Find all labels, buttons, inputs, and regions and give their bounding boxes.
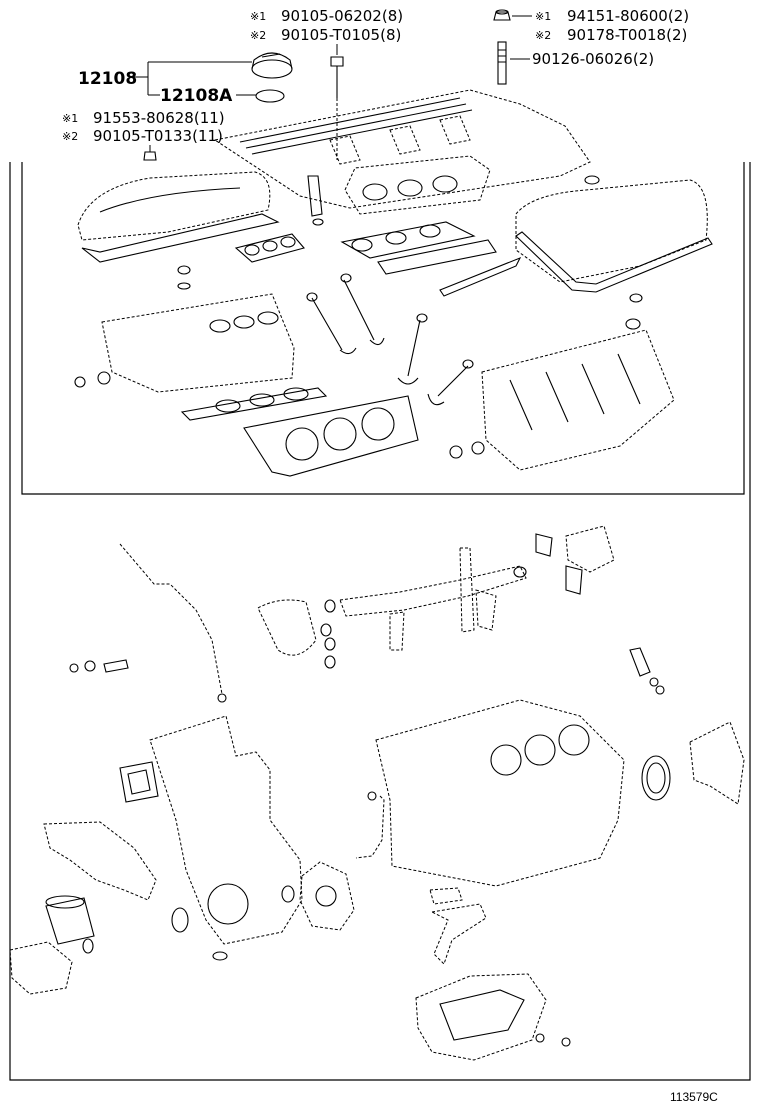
- callout-mark-1b: ※1: [535, 10, 551, 23]
- cap-gasket: [255, 89, 285, 103]
- part-number-12108: 12108: [78, 69, 137, 89]
- timing-cover: [149, 715, 303, 945]
- part-number-90105-T0105: 90105-T0105(8): [281, 26, 401, 44]
- callout-cap-gasket: 12108A: [160, 86, 256, 106]
- right-cover-gasket: [515, 231, 713, 293]
- intake-gasket-lower: [377, 239, 497, 275]
- rear-plate: [689, 721, 745, 805]
- head-gasket-main: [243, 395, 419, 477]
- water-inlet: [257, 599, 317, 656]
- part-number-12108A: 12108A: [160, 86, 233, 106]
- dipstick: [119, 543, 223, 695]
- oil-filter-housing: [9, 941, 73, 995]
- callout-head-bolt: ※1 90105-06202(8) ※2 90105-T0105(8): [250, 7, 403, 55]
- thermostat-housing: [565, 525, 615, 573]
- part-number-94151-80600: 94151-80600(2): [567, 7, 689, 25]
- front-seal: [171, 907, 189, 933]
- callout-mark-1: ※1: [250, 10, 266, 23]
- callout-stud: 90126-06026(2): [510, 50, 654, 68]
- water-pipe: [339, 565, 527, 617]
- oil-filter: [45, 897, 95, 945]
- oil-filler-cap: [251, 52, 293, 79]
- engine-block-group: [9, 525, 745, 1061]
- part-number-90126-06026: 90126-06026(2): [532, 50, 654, 68]
- stud: [497, 41, 507, 85]
- oil-pan: [415, 973, 547, 1061]
- callout-oil-filler-cap: 12108: [78, 61, 252, 96]
- callout-mark-1c: ※1: [62, 112, 78, 125]
- cylinder-head-group: [74, 89, 713, 477]
- valve-4: [427, 365, 469, 406]
- part-number-90105-06202: 90105-06202(8): [281, 7, 403, 25]
- callout-mark-2c: ※2: [62, 130, 78, 143]
- left-cover-gasket: [81, 213, 280, 263]
- part-number-90178-T0018: 90178-T0018(2): [567, 26, 687, 44]
- intake-gasket-left: [234, 233, 305, 263]
- callout-mark-2: ※2: [250, 29, 266, 42]
- plug-seal: [584, 175, 600, 185]
- part-number-90105-T0133: 90105-T0133(11): [93, 127, 223, 145]
- valve-1: [311, 297, 357, 355]
- water-pump-gasket: [43, 821, 157, 901]
- head-bolt: [330, 56, 344, 160]
- cylinder-block: [375, 699, 625, 887]
- exhaust-gasket: [439, 256, 522, 297]
- callout-nut: ※1 94151-80600(2) ※2 90178-T0018(2): [512, 7, 689, 44]
- oil-pump: [299, 861, 355, 931]
- rear-seal: [641, 755, 671, 801]
- nut: [493, 9, 511, 21]
- illustration-reference: 113579C: [670, 1090, 718, 1104]
- valve-2: [343, 279, 385, 346]
- callout-mark-2b: ※2: [535, 29, 551, 42]
- oil-strainer: [429, 887, 487, 965]
- valve-3: [397, 319, 421, 385]
- callout-cover-bolt: ※1 91553-80628(11) ※2 90105-T0133(11): [62, 109, 225, 152]
- part-number-91553-80628: 91553-80628(11): [93, 109, 225, 127]
- cover-bolt: [143, 151, 157, 161]
- head-gasket-small: [180, 387, 328, 421]
- outer-frame: [9, 162, 751, 1081]
- intake-gasket-mid: [340, 221, 476, 259]
- upper-group-frame: [21, 162, 745, 495]
